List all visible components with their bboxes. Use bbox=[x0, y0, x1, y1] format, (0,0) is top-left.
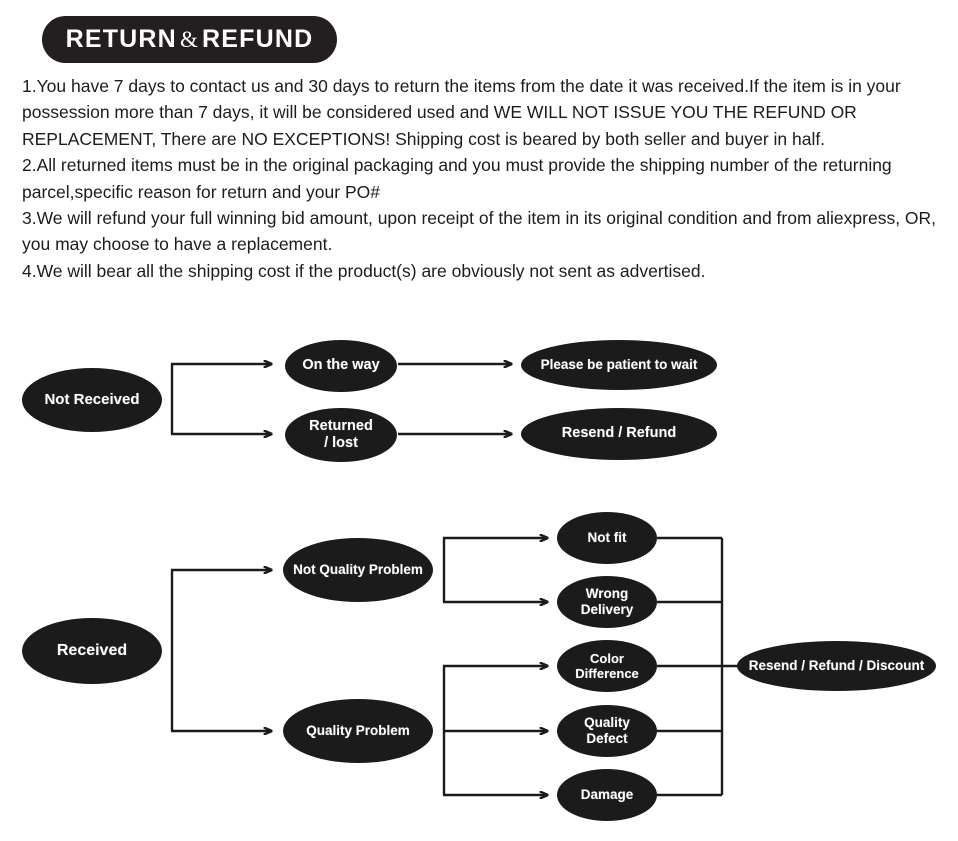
node-damage[interactable]: Damage bbox=[557, 769, 657, 821]
node-label: Please be patient to wait bbox=[540, 357, 698, 373]
return-flow-diagram: Not Received On the way Returned / lost … bbox=[0, 318, 958, 841]
node-resend-refund[interactable]: Resend / Refund bbox=[521, 408, 717, 460]
node-label: Quality Defect bbox=[584, 715, 630, 746]
node-label: Quality Problem bbox=[306, 723, 410, 739]
policy-item-4: 4.We will bear all the shipping cost if … bbox=[22, 260, 706, 281]
title-word-refund: REFUND bbox=[202, 25, 314, 53]
policy-item-2: 2.All returned items must be in the orig… bbox=[22, 155, 892, 202]
node-label: Wrong Delivery bbox=[580, 586, 634, 617]
page-title: RETURN&REFUND bbox=[66, 25, 314, 54]
policy-text-block: 1.You have 7 days to contact us and 30 d… bbox=[22, 73, 946, 284]
node-quality-defect[interactable]: Quality Defect bbox=[557, 705, 657, 757]
node-label: Not Received bbox=[44, 391, 140, 409]
node-returned-lost[interactable]: Returned / lost bbox=[285, 408, 397, 462]
title-word-return: RETURN bbox=[65, 25, 177, 53]
node-quality-problem[interactable]: Quality Problem bbox=[283, 699, 433, 763]
node-color-difference[interactable]: Color Difference bbox=[557, 640, 657, 692]
node-resend-refund-discount[interactable]: Resend / Refund / Discount bbox=[737, 641, 936, 691]
node-label: Received bbox=[56, 641, 128, 659]
node-on-the-way[interactable]: On the way bbox=[285, 340, 397, 392]
policy-item-1: 1.You have 7 days to contact us and 30 d… bbox=[22, 76, 901, 149]
node-please-be-patient-to-wait[interactable]: Please be patient to wait bbox=[521, 340, 717, 390]
node-not-fit[interactable]: Not fit bbox=[557, 512, 657, 564]
node-label: Returned / lost bbox=[309, 417, 373, 451]
node-label: Color Difference bbox=[575, 650, 639, 681]
node-label: On the way bbox=[302, 357, 380, 374]
flow-connectors bbox=[170, 318, 742, 841]
page-title-banner: RETURN&REFUND bbox=[42, 16, 337, 63]
node-not-received[interactable]: Not Received bbox=[22, 368, 162, 432]
node-label: Resend / Refund / Discount bbox=[748, 658, 925, 674]
node-label: Resend / Refund bbox=[561, 425, 677, 442]
title-ampersand: & bbox=[179, 27, 200, 52]
node-label: Not fit bbox=[587, 530, 627, 546]
node-received[interactable]: Received bbox=[22, 618, 162, 684]
node-not-quality-problem[interactable]: Not Quality Problem bbox=[283, 538, 433, 602]
policy-item-3: 3.We will refund your full winning bid a… bbox=[22, 208, 937, 255]
node-label: Not Quality Problem bbox=[293, 562, 423, 578]
node-wrong-delivery[interactable]: Wrong Delivery bbox=[557, 576, 657, 628]
node-label: Damage bbox=[580, 787, 634, 803]
